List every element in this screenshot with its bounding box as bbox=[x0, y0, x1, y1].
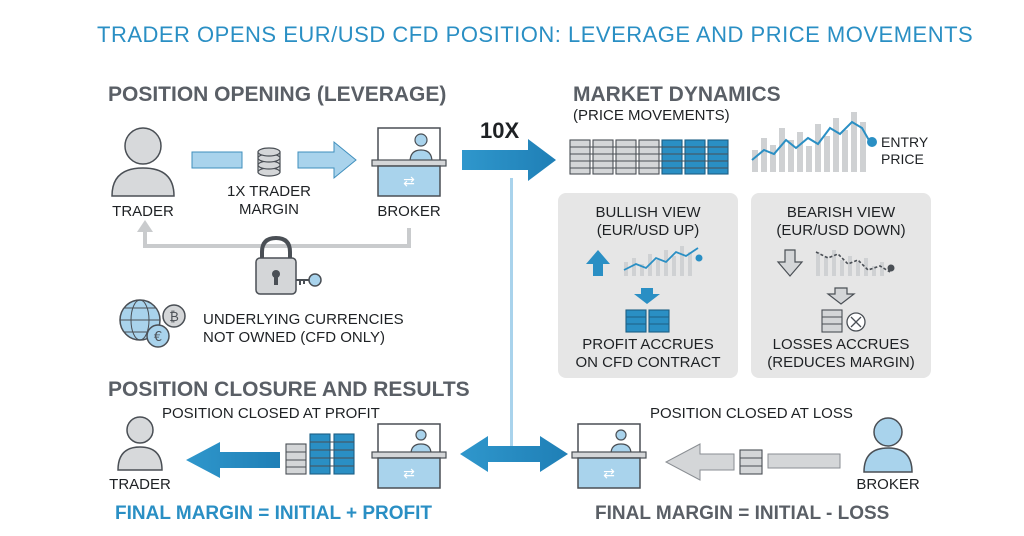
final-margin-loss: FINAL MARGIN = INITIAL - LOSS bbox=[595, 503, 890, 524]
bullish-down-arrow bbox=[634, 288, 660, 304]
trader-label: TRADER bbox=[112, 203, 174, 220]
loss-coins-icon bbox=[739, 449, 763, 475]
svg-text:₿: ₿ bbox=[169, 310, 179, 325]
up-arrow-icon bbox=[586, 250, 610, 276]
bearish-title: BEARISH VIEW (EUR/USD DOWN) bbox=[776, 204, 906, 239]
bullish-panel bbox=[558, 193, 738, 378]
settlement-double-arrow bbox=[460, 436, 568, 472]
trader-icon bbox=[111, 127, 175, 197]
broker-desk-icon: ⇄ bbox=[371, 127, 447, 197]
loss-arrow-tail bbox=[767, 453, 841, 469]
return-loop-head bbox=[137, 220, 153, 232]
broker-desk-right-icon: ⇄ bbox=[571, 423, 647, 489]
svg-text:⇄: ⇄ bbox=[403, 174, 415, 190]
to-broker-arrow bbox=[297, 140, 357, 180]
loss-caption: POSITION CLOSED AT LOSS bbox=[650, 405, 853, 422]
profit-caption: POSITION CLOSED AT PROFIT bbox=[162, 405, 380, 422]
market-heading: MARKET DYNAMICS bbox=[573, 83, 781, 106]
closure-heading: POSITION CLOSURE AND RESULTS bbox=[108, 378, 470, 401]
underlying-label: UNDERLYING CURRENCIES NOT OWNED (CFD ONL… bbox=[203, 311, 404, 346]
final-margin-profit: FINAL MARGIN = INITIAL + PROFIT bbox=[115, 503, 433, 524]
margin-arrow-body bbox=[191, 151, 243, 169]
key-icon bbox=[296, 273, 322, 287]
broker-person-icon bbox=[863, 417, 913, 473]
closure-trader-label: TRADER bbox=[109, 476, 171, 493]
price-chart-icon bbox=[751, 112, 877, 172]
leverage-label: 10x bbox=[480, 118, 520, 143]
svg-text:€: € bbox=[154, 330, 162, 345]
bearish-chart-icon bbox=[815, 250, 895, 276]
svg-text:⇄: ⇄ bbox=[603, 466, 615, 482]
closure-broker-label: BROKER bbox=[856, 476, 920, 493]
broker-label: BROKER bbox=[377, 203, 441, 220]
down-arrow-icon bbox=[776, 249, 804, 277]
bearish-down-arrow bbox=[826, 287, 856, 305]
margin-label: 1x TRADER MARGIN bbox=[227, 183, 311, 218]
market-subheading: (PRICE MOVEMENTS) bbox=[573, 107, 730, 124]
trader-closure-icon bbox=[117, 416, 163, 471]
bearish-result: LOSSES ACCRUES (REDUCES MARGIN) bbox=[767, 336, 915, 371]
opening-heading: POSITION OPENING (LEVERAGE) bbox=[108, 83, 447, 106]
bullish-title: BULLISH VIEW (EUR/USD UP) bbox=[595, 204, 701, 239]
bearish-panel bbox=[751, 193, 931, 378]
return-loop bbox=[143, 228, 411, 248]
bullish-chart-icon bbox=[623, 246, 703, 276]
page-title: TRADER OPENS EUR/USD CFD POSITION: LEVER… bbox=[97, 22, 974, 47]
entry-price-label: ENTRY PRICE bbox=[881, 134, 929, 167]
margin-coins-icon bbox=[257, 147, 281, 177]
svg-text:⇄: ⇄ bbox=[403, 466, 415, 482]
lock-icon bbox=[255, 235, 297, 295]
bullish-coins-icon bbox=[625, 309, 670, 333]
vertical-connector bbox=[510, 178, 513, 446]
leveraged-coins-icon bbox=[569, 139, 729, 175]
broker-desk-left-icon: ⇄ bbox=[371, 423, 447, 489]
bearish-coins-icon bbox=[821, 309, 866, 333]
loss-arrow-head bbox=[664, 443, 735, 481]
profit-payout-arrow bbox=[186, 442, 280, 478]
globe-currency-icon: ₿ € bbox=[119, 299, 186, 348]
profit-coins-icon bbox=[285, 433, 355, 475]
bullish-result: PROFIT ACCRUES ON CFD CONTRACT bbox=[575, 336, 721, 371]
leverage-arrow bbox=[462, 139, 556, 181]
